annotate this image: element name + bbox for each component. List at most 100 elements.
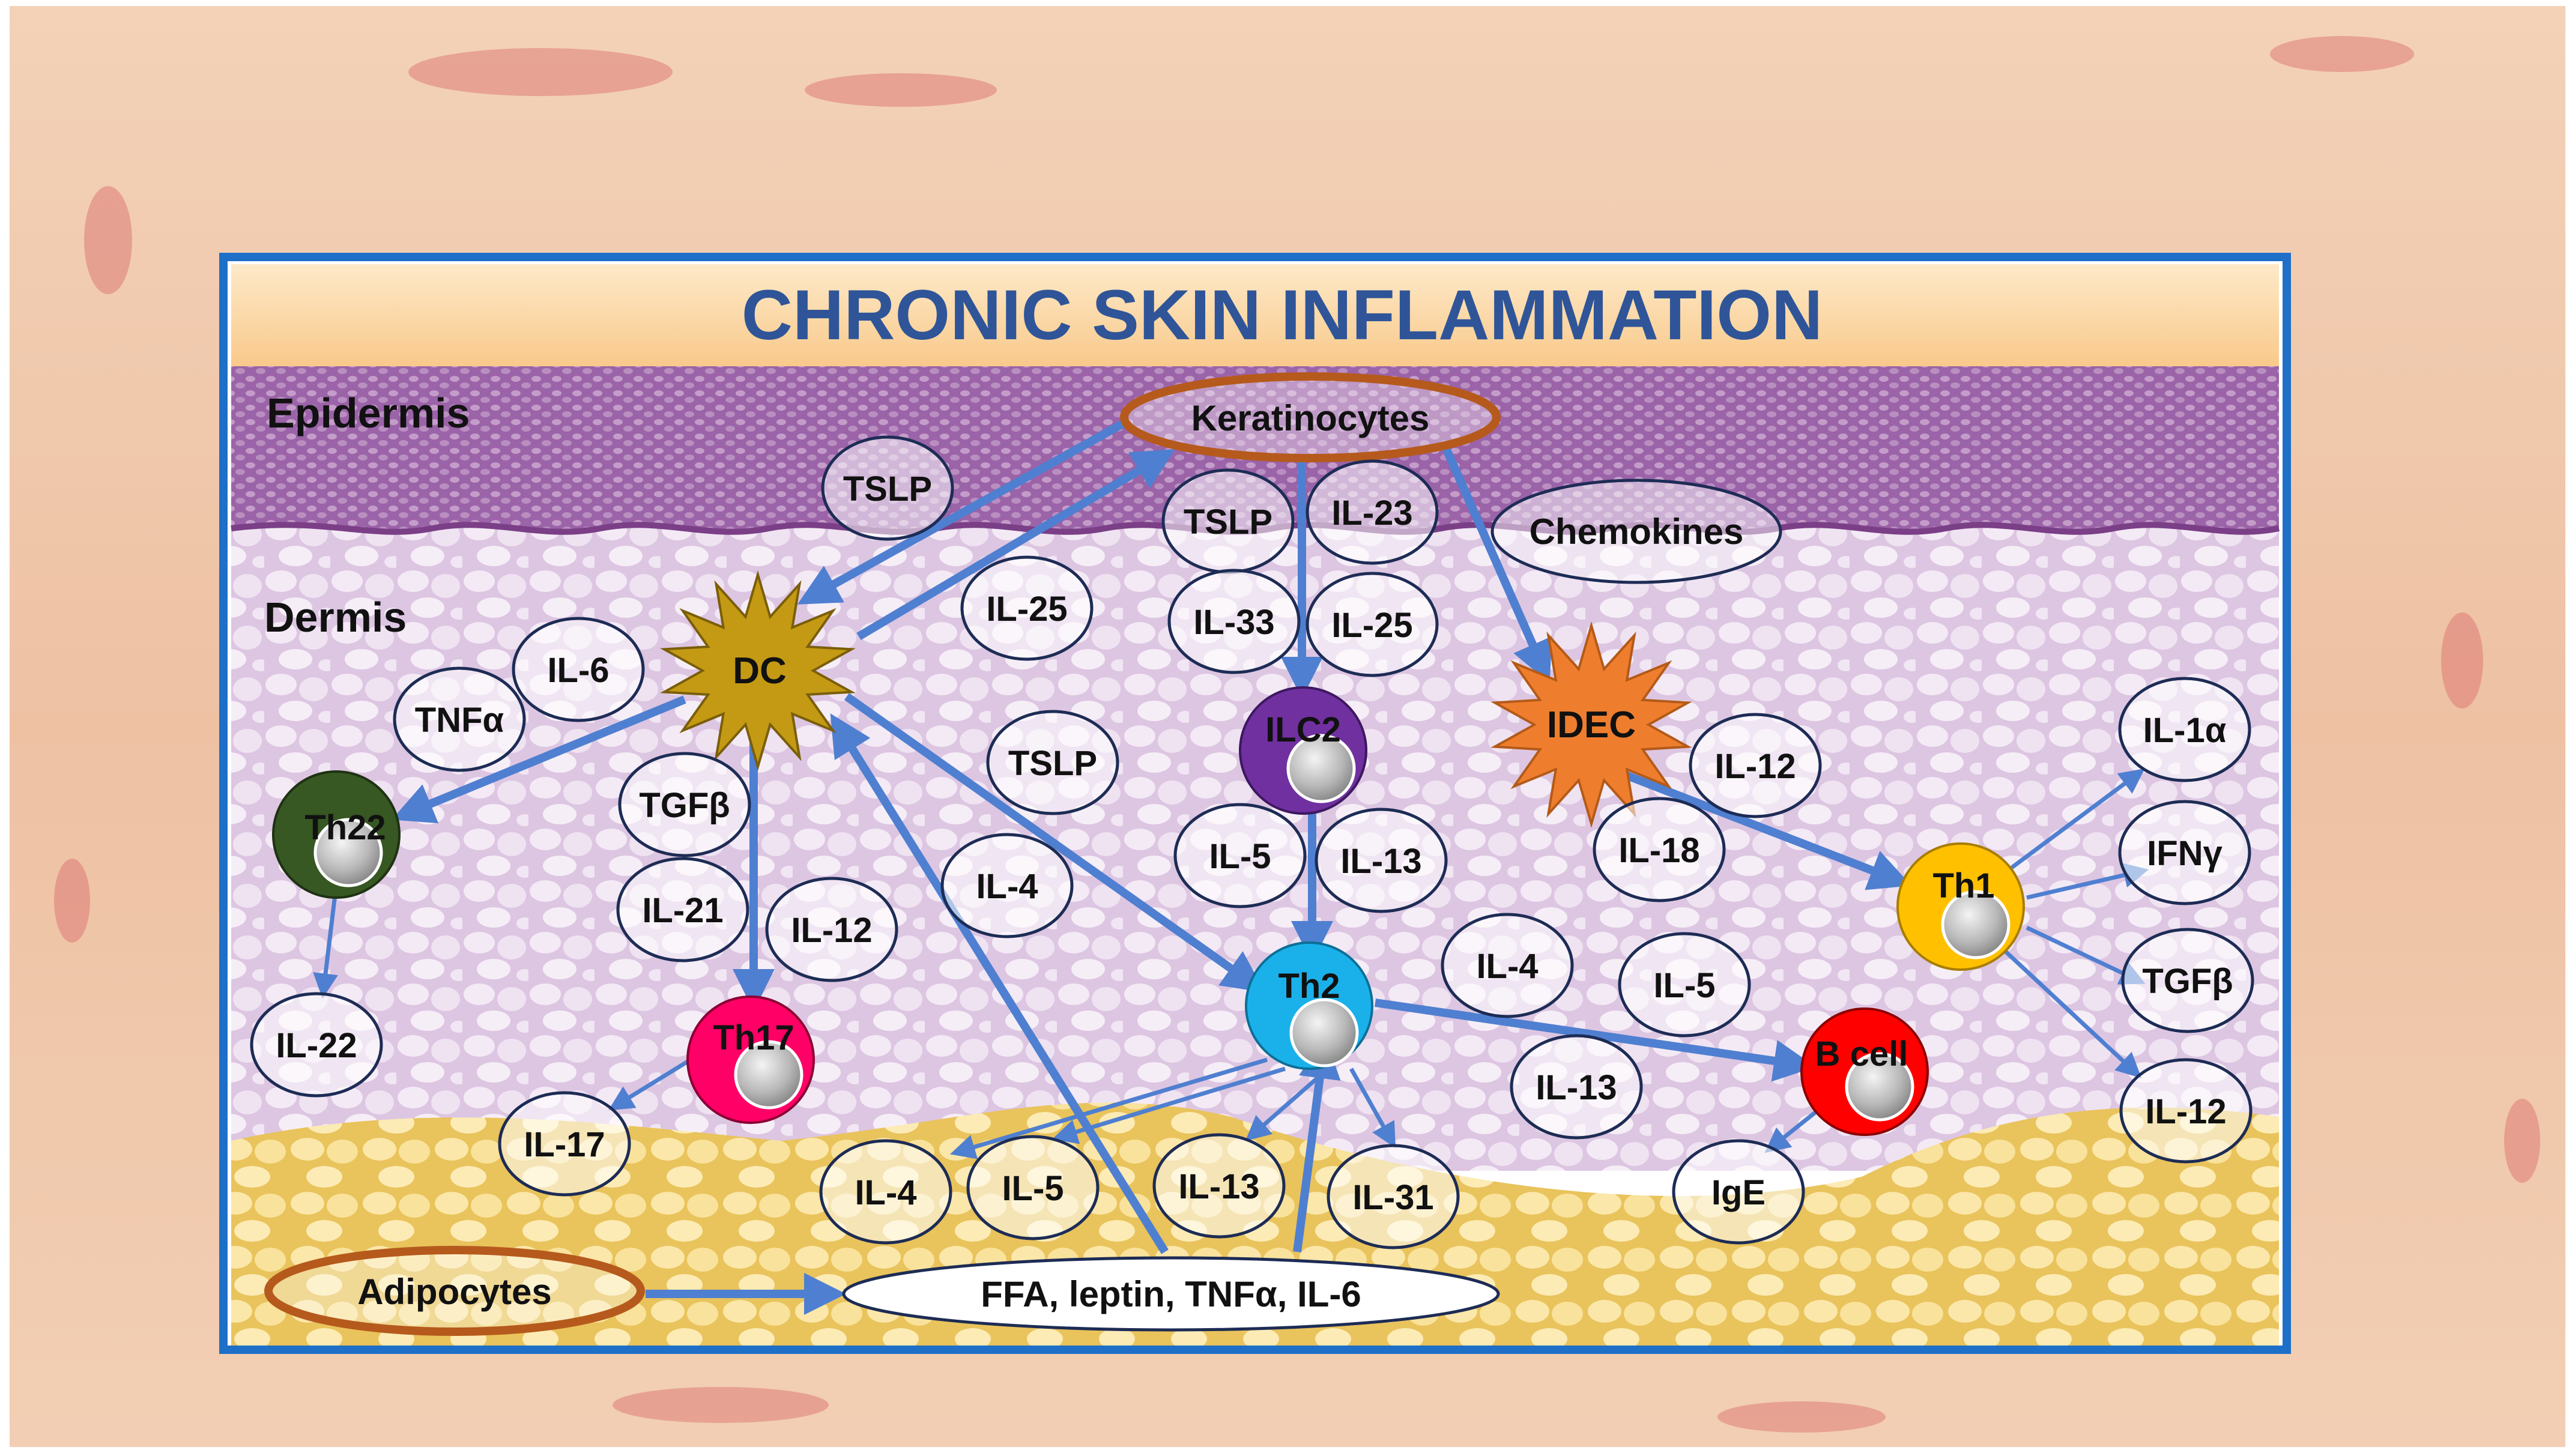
svg-text:IL-5: IL-5 [1209, 837, 1271, 876]
cytokine-bubbles: TSLP TSLP IL-23 IL-33 IL-25 IL-25 IL-6 T… [250, 435, 2254, 1249]
th22-nucleus [313, 818, 383, 887]
svg-text:IL-5: IL-5 [1002, 1169, 1064, 1208]
svg-text:IL-6: IL-6 [547, 651, 609, 690]
arrow-th1-to-il1a [2010, 768, 2145, 869]
bcell-nucleus [1845, 1052, 1914, 1122]
dermis-label: Dermis [264, 594, 407, 641]
cytokine-tslp-b: TSLP [1161, 468, 1295, 574]
cytokine-il5-a: IL-5 [1173, 803, 1307, 908]
arrow-dc-to-keratinocytes [856, 449, 1176, 641]
adipokines-label: FFA, leptin, TNFα, IL-6 [981, 1274, 1361, 1314]
cytokine-il25-b: IL-25 [1306, 572, 1439, 677]
arrow-adipokines-to-th2 [1293, 1036, 1341, 1252]
svg-text:TSLP: TSLP [843, 470, 932, 509]
arrow-th2-to-bcell [1374, 998, 1816, 1082]
svg-text:IL-23: IL-23 [1331, 494, 1412, 533]
th22-cell: Th22 [272, 770, 401, 899]
cytokine-il12-b: IL-12 [1689, 713, 1822, 818]
cytokine-tslp-a: TSLP [821, 435, 954, 541]
cytokine-il6: IL-6 [512, 617, 645, 722]
adipocytes-label: Adipocytes [357, 1272, 551, 1312]
epidermis-layer [231, 366, 2279, 532]
cytokine-tnfa: TNFα [393, 666, 526, 772]
cytokine-il1a: IL-1α [2118, 677, 2251, 782]
cytokine-ifng: IFNγ [2118, 800, 2251, 905]
bcell-cell: B cell [1800, 1007, 1929, 1136]
svg-text:IL-1α: IL-1α [2143, 711, 2227, 750]
arrow-th1-to-ifng [2026, 863, 2149, 900]
keratinocytes-label: Keratinocytes [1191, 398, 1430, 438]
arrow-th2-to-il31 [1349, 1068, 1396, 1149]
svg-text:IL-13: IL-13 [1178, 1167, 1259, 1206]
dc-label: DC [733, 650, 787, 692]
arrow-th2-to-il13 [1245, 1073, 1323, 1141]
svg-text:TSLP: TSLP [1008, 744, 1097, 783]
arrow-th1-to-tgfb [2026, 925, 2146, 985]
svg-text:TGFβ: TGFβ [2142, 962, 2233, 1001]
cytokine-il22: IL-22 [250, 992, 383, 1098]
cytokine-tslp-c: TSLP [986, 710, 1119, 815]
epidermis-label: Epidermis [267, 390, 470, 436]
cytokine-tgfb-a: TGFβ [618, 752, 751, 857]
arrow-dc-to-th22 [392, 695, 686, 824]
th22-label: Th22 [304, 808, 386, 847]
svg-text:IgE: IgE [1711, 1173, 1766, 1212]
svg-text:IL-12: IL-12 [2145, 1092, 2226, 1131]
cytokine-il5-b: IL-5 [1618, 932, 1751, 1038]
chemokines-label: Chemokines [1530, 512, 1744, 552]
arrow-adipokines-to-dc [830, 713, 1169, 1254]
svg-text:IL-25: IL-25 [986, 590, 1067, 629]
cytokine-il4-c: IL-4 [819, 1139, 952, 1245]
cytokine-il13-b: IL-13 [1510, 1034, 1643, 1140]
cytokine-il4-b: IL-4 [1441, 913, 1574, 1018]
cytokine-ige: IgE [1672, 1139, 1805, 1245]
svg-text:IL-13: IL-13 [1340, 842, 1421, 881]
arrows [313, 416, 2149, 1315]
svg-text:IL-31: IL-31 [1352, 1178, 1433, 1217]
chemokines-node: Chemokines [1490, 479, 1782, 584]
cytokine-il13-c: IL-13 [1152, 1133, 1286, 1239]
th17-cell: Th17 [686, 995, 815, 1124]
ilc2-label: ILC2 [1265, 710, 1341, 749]
title-band [231, 264, 2279, 366]
ilc2-cell: ILC2 [1239, 686, 1367, 815]
ilc2-nucleus [1286, 734, 1356, 803]
cytokine-il12-c: IL-12 [2119, 1058, 2253, 1164]
svg-text:IL-4: IL-4 [1476, 947, 1538, 986]
cytokine-il18: IL-18 [1593, 797, 1726, 902]
th17-label: Th17 [713, 1018, 794, 1057]
arrow-keratinocytes-to-dc [797, 416, 1131, 605]
cytokine-il13-a: IL-13 [1315, 808, 1448, 913]
svg-text:IL-21: IL-21 [642, 891, 723, 930]
arrow-idec-to-th1 [1623, 770, 1912, 890]
arrow-th2-to-il4 [949, 1057, 1268, 1159]
cytokine-il4-a: IL-4 [940, 833, 1074, 938]
svg-text:IL-4: IL-4 [976, 867, 1038, 906]
idec-label: IDEC [1547, 704, 1636, 746]
dc-cell: DC [660, 570, 856, 772]
svg-text:TNFα: TNFα [415, 701, 504, 740]
svg-text:IL-25: IL-25 [1331, 606, 1412, 645]
arrow-keratinocytes-to-idec [1440, 443, 1552, 683]
svg-text:TGFβ: TGFβ [639, 786, 730, 825]
svg-text:IL-22: IL-22 [276, 1026, 357, 1065]
keratinocytes-node: Keratinocytes [1120, 372, 1501, 462]
th1-label: Th1 [1932, 866, 1994, 905]
arrow-th22-to-il22 [313, 894, 338, 999]
arrow-dc-to-th2 [844, 693, 1265, 993]
svg-text:IL-5: IL-5 [1653, 966, 1715, 1005]
svg-text:IL-12: IL-12 [791, 911, 872, 950]
cytokine-tgfb-b: TGFβ [2121, 928, 2254, 1033]
adipokines-node: FFA, leptin, TNFα, IL-6 [842, 1256, 1500, 1332]
cytokine-il23: IL-23 [1306, 459, 1439, 565]
th1-cell: Th1 [1896, 842, 2025, 971]
arrow-th17-to-il17 [608, 1058, 692, 1111]
svg-text:IL-12: IL-12 [1714, 747, 1796, 786]
svg-text:IL-33: IL-33 [1193, 603, 1274, 642]
arrow-th2-to-il5 [1051, 1066, 1286, 1144]
cytokine-il12-a: IL-12 [765, 877, 898, 982]
svg-text:IL-18: IL-18 [1618, 831, 1699, 870]
arrow-th1-to-il12 [2004, 950, 2142, 1078]
svg-text:IFNγ: IFNγ [2147, 834, 2222, 873]
